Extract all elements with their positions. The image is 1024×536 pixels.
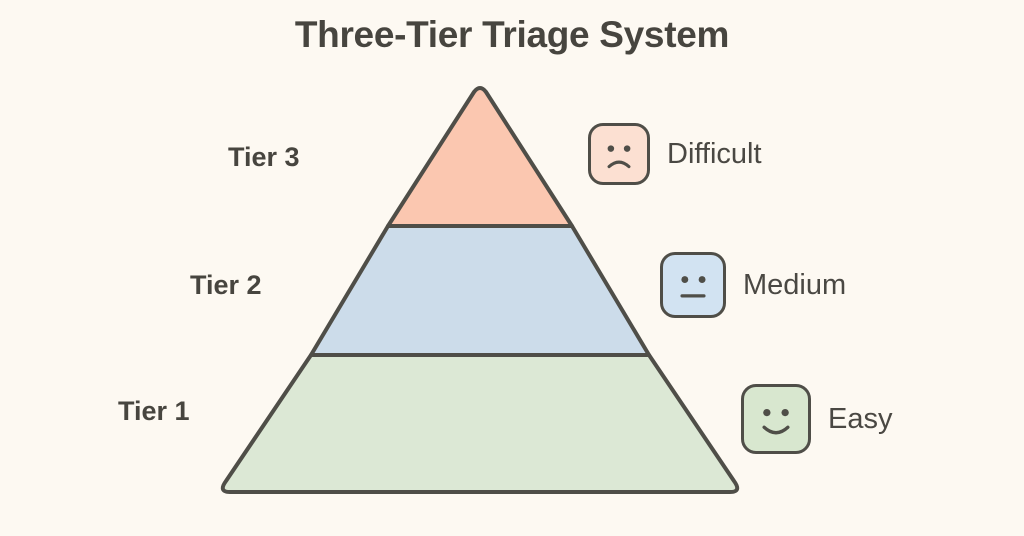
sad-face-icon [588,123,650,185]
legend-label-easy: Easy [828,402,893,435]
tier-label-1: Tier 1 [118,396,190,426]
happy-face-icon [741,384,811,454]
pyramid-tier-3-shape[interactable] [386,86,574,228]
page-title: Three-Tier Triage System [294,14,730,55]
neutral-face-icon [660,252,726,318]
legend-item-medium[interactable]: Medium [660,252,846,318]
tier-label-3: Tier 3 [228,142,300,172]
pyramid-tier-1-shape[interactable] [220,353,740,494]
legend-item-easy[interactable]: Easy [741,384,892,454]
legend-label-difficult: Difficult [667,137,762,170]
tier-label-2: Tier 2 [190,270,262,300]
legend-label-medium: Medium [743,268,847,301]
legend-item-difficult[interactable]: Difficult [588,123,762,185]
pyramid-tier-2-shape[interactable] [309,224,651,357]
